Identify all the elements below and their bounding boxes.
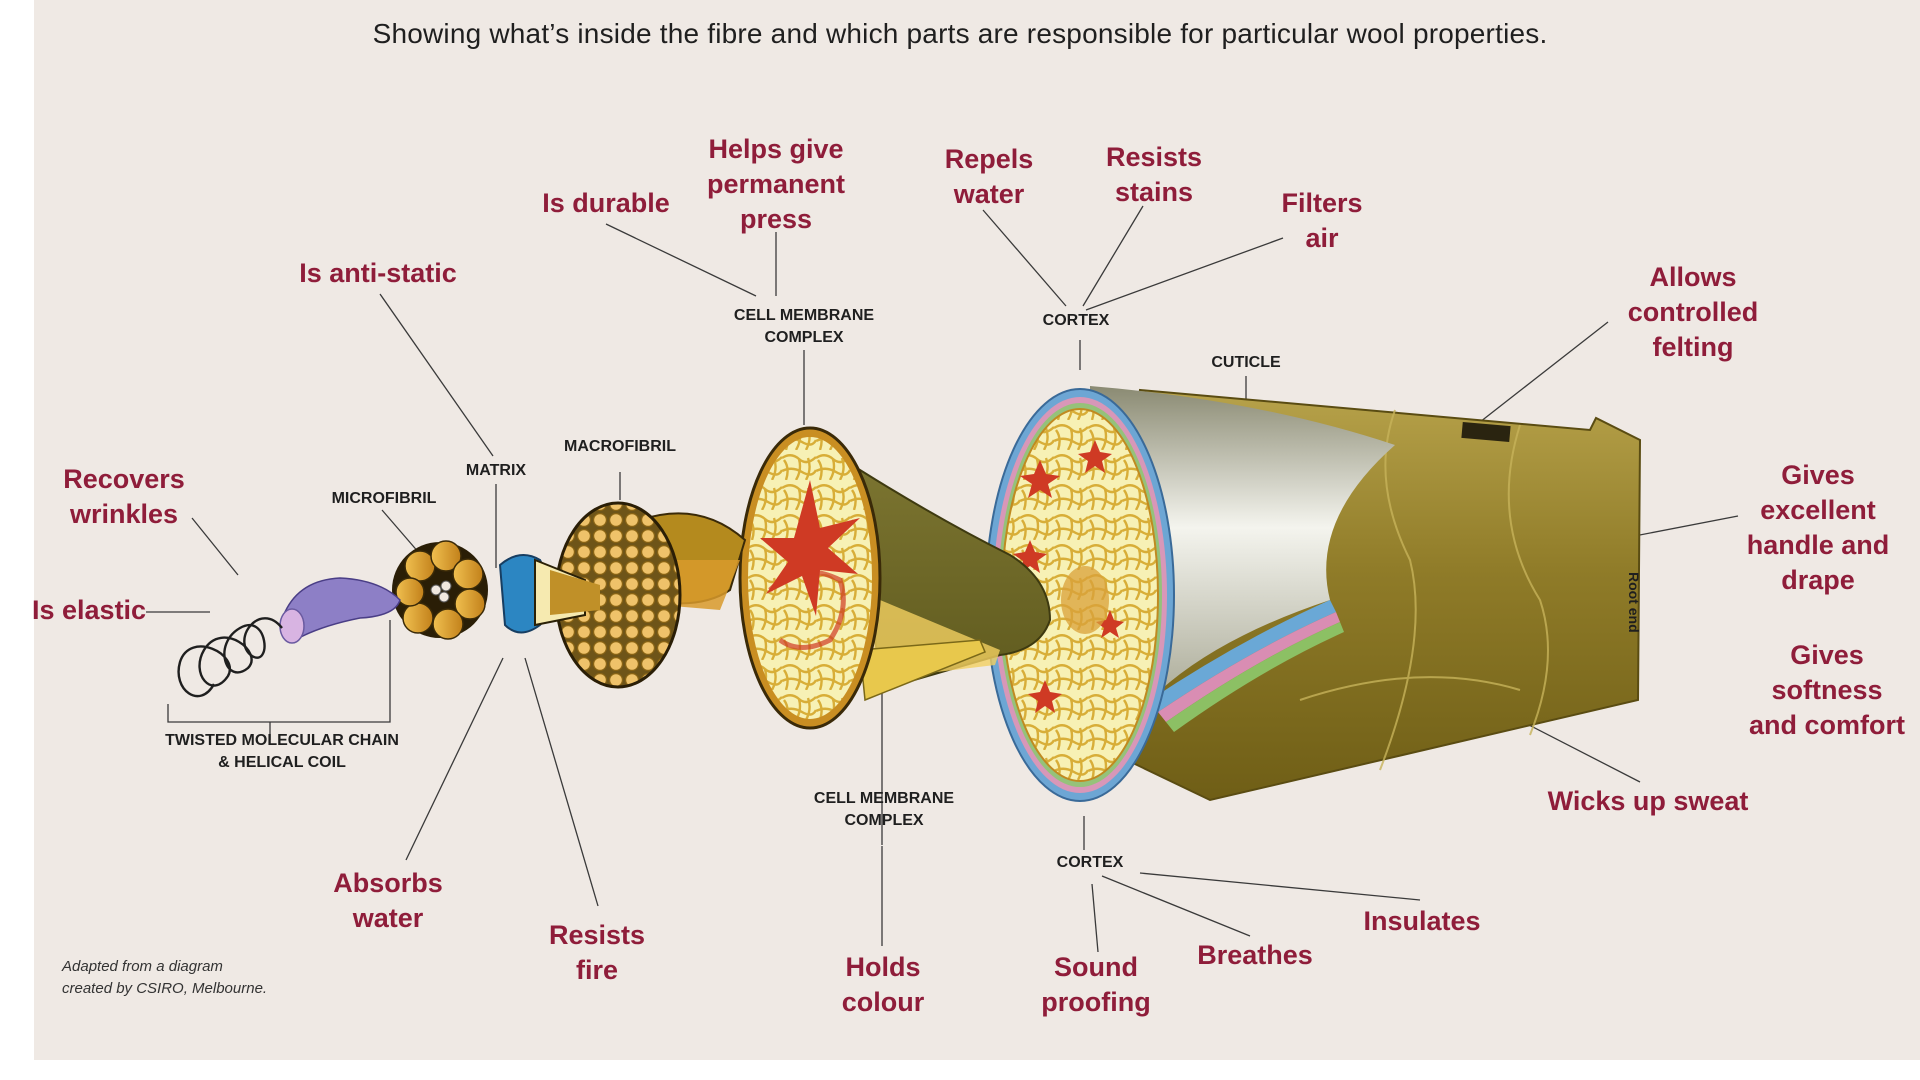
label-cortex-bottom: CORTEX [1056, 854, 1124, 871]
source-credit: Adapted from a diagram created by CSIRO,… [62, 958, 268, 997]
label-filters-air: Filters air [1281, 188, 1363, 253]
label-root-end: Root end [1626, 572, 1642, 633]
label-breathes: Breathes [1197, 940, 1313, 970]
cell-red-nucleus [760, 480, 860, 616]
label-sound-proofing: Sound proofing [1041, 952, 1151, 1017]
subtitle: Showing what’s inside the fibre and whic… [372, 18, 1548, 49]
label-wicks-up-sweat: Wicks up sweat [1547, 786, 1749, 816]
cortex-red-stars [1013, 440, 1124, 713]
layer-green [1166, 622, 1344, 732]
label-resists-stains: Resists stains [1105, 142, 1203, 207]
cuticle-scale-edges [1299, 409, 1549, 771]
label-is-anti-static: Is anti-static [299, 258, 457, 288]
label-insulates: Insulates [1363, 906, 1481, 936]
layer-blue [1150, 600, 1336, 712]
label-cell-membrane-complex-bottom: CELL MEMBRANE COMPLEX [813, 790, 955, 829]
label-matrix: MATRIX [465, 462, 527, 479]
label-permanent-press: Helps give permanent press [706, 134, 846, 234]
label-resists-fire: Resists fire [548, 920, 646, 985]
label-macrofibril: MACROFIBRIL [564, 438, 676, 455]
label-twisted-molecular-chain: TWISTED MOLECULAR CHAIN & HELICAL COIL [165, 732, 399, 771]
label-is-durable: Is durable [542, 188, 670, 218]
label-microfibril: MICROFIBRIL [331, 490, 437, 507]
cell-membrane-ribbon [859, 639, 986, 702]
label-cuticle: CUTICLE [1211, 354, 1281, 371]
label-holds-colour: Holds colour [841, 952, 925, 1017]
label-softness-comfort: Gives softness and comfort [1748, 640, 1905, 740]
twisted-molecular-chain [177, 617, 283, 698]
label-absorbs-water: Absorbs water [333, 868, 443, 933]
label-handle-and-drape: Gives excellent handle and drape [1746, 460, 1890, 595]
label-controlled-felting: Allows controlled felting [1627, 262, 1759, 362]
scale-edge-notch [1461, 421, 1511, 443]
cortex-core [1061, 566, 1109, 634]
microfibril-protofibrils [395, 540, 486, 640]
label-cell-membrane-complex-top: CELL MEMBRANE COMPLEX [733, 307, 875, 346]
label-recovers-wrinkles: Recovers wrinkles [63, 464, 185, 529]
label-cortex-top: CORTEX [1042, 312, 1110, 329]
label-is-elastic: Is elastic [32, 595, 147, 625]
label-repels-water: Repels water [944, 144, 1034, 209]
layer-pink [1158, 612, 1340, 722]
